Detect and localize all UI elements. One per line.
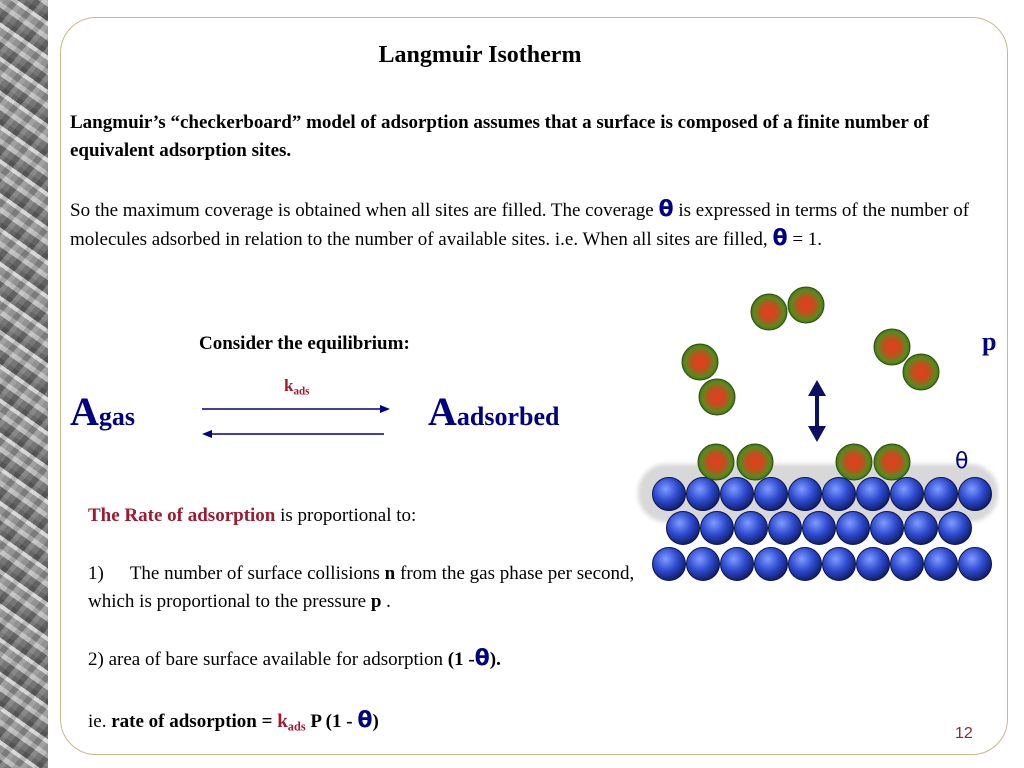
a-gas-label: Agas — [70, 389, 136, 434]
surface-atom — [958, 547, 992, 581]
paragraph-model: Langmuir’s “checkerboard” model of adsor… — [70, 112, 930, 161]
equilibrium-arrows — [202, 405, 390, 438]
surface-atom — [822, 477, 856, 511]
surface-atom — [720, 477, 754, 511]
surface-atom — [924, 547, 958, 581]
surface-atom — [802, 511, 836, 545]
paragraph-coverage: So the maximum coverage is obtained when… — [70, 197, 970, 251]
surface-atom — [890, 547, 924, 581]
gas-molecule — [902, 353, 940, 391]
gas-molecule — [835, 443, 873, 481]
surface-atom — [870, 511, 904, 545]
surface-atom — [686, 547, 720, 581]
surface-atom — [856, 477, 890, 511]
rate-item-1: 1)The number of surface collisions n fro… — [88, 563, 635, 612]
surface-atom — [754, 547, 788, 581]
adsorption-diagram: p θ — [638, 286, 998, 581]
surface-atom — [924, 477, 958, 511]
surface-atom — [822, 547, 856, 581]
gas-molecule — [873, 328, 911, 366]
surface-atom — [958, 477, 992, 511]
surface-atom — [904, 511, 938, 545]
double-arrow — [808, 380, 826, 442]
surface-atom — [856, 547, 890, 581]
surface-atom — [788, 547, 822, 581]
surface-atom — [700, 511, 734, 545]
surface-atom — [666, 511, 700, 545]
theta-symbol: θ — [772, 226, 788, 251]
gas-molecule — [736, 443, 774, 481]
page-number: 12 — [955, 725, 973, 742]
surface-atom — [734, 511, 768, 545]
surface-atom — [890, 477, 924, 511]
surface-atoms — [652, 477, 992, 581]
gas-molecule — [873, 443, 911, 481]
adsorbate-molecules — [681, 286, 940, 481]
gas-molecule — [787, 286, 825, 324]
gas-molecule — [698, 378, 736, 416]
surface-atom — [788, 477, 822, 511]
coverage-label: θ — [955, 449, 968, 474]
gas-molecule — [681, 343, 719, 381]
surface-atom — [652, 547, 686, 581]
pressure-label: p — [982, 327, 996, 356]
surface-atom — [836, 511, 870, 545]
surface-atom — [768, 511, 802, 545]
equilibrium-heading: Consider the equilibrium: — [199, 333, 410, 354]
rate-item-2: 2) area of bare surface available for ad… — [88, 646, 501, 671]
surface-atom — [686, 477, 720, 511]
slide-title: Langmuir Isotherm — [378, 42, 582, 68]
surface-atom — [652, 477, 686, 511]
rate-equation: ie. rate of adsorption = kads P (1 - θ) — [88, 708, 379, 734]
surface-atom — [754, 477, 788, 511]
gas-molecule — [750, 293, 788, 331]
surface-atom — [720, 547, 754, 581]
gas-molecule — [697, 443, 735, 481]
slide-frame — [60, 17, 1008, 755]
surface-atom — [938, 511, 972, 545]
theta-symbol: θ — [658, 197, 674, 222]
a-adsorbed-label: Aadsorbed — [428, 389, 560, 434]
rate-intro: The Rate of adsorption is proportional t… — [88, 505, 417, 526]
decorative-side-stripe — [0, 0, 48, 768]
k-ads-label: kads — [284, 376, 310, 398]
